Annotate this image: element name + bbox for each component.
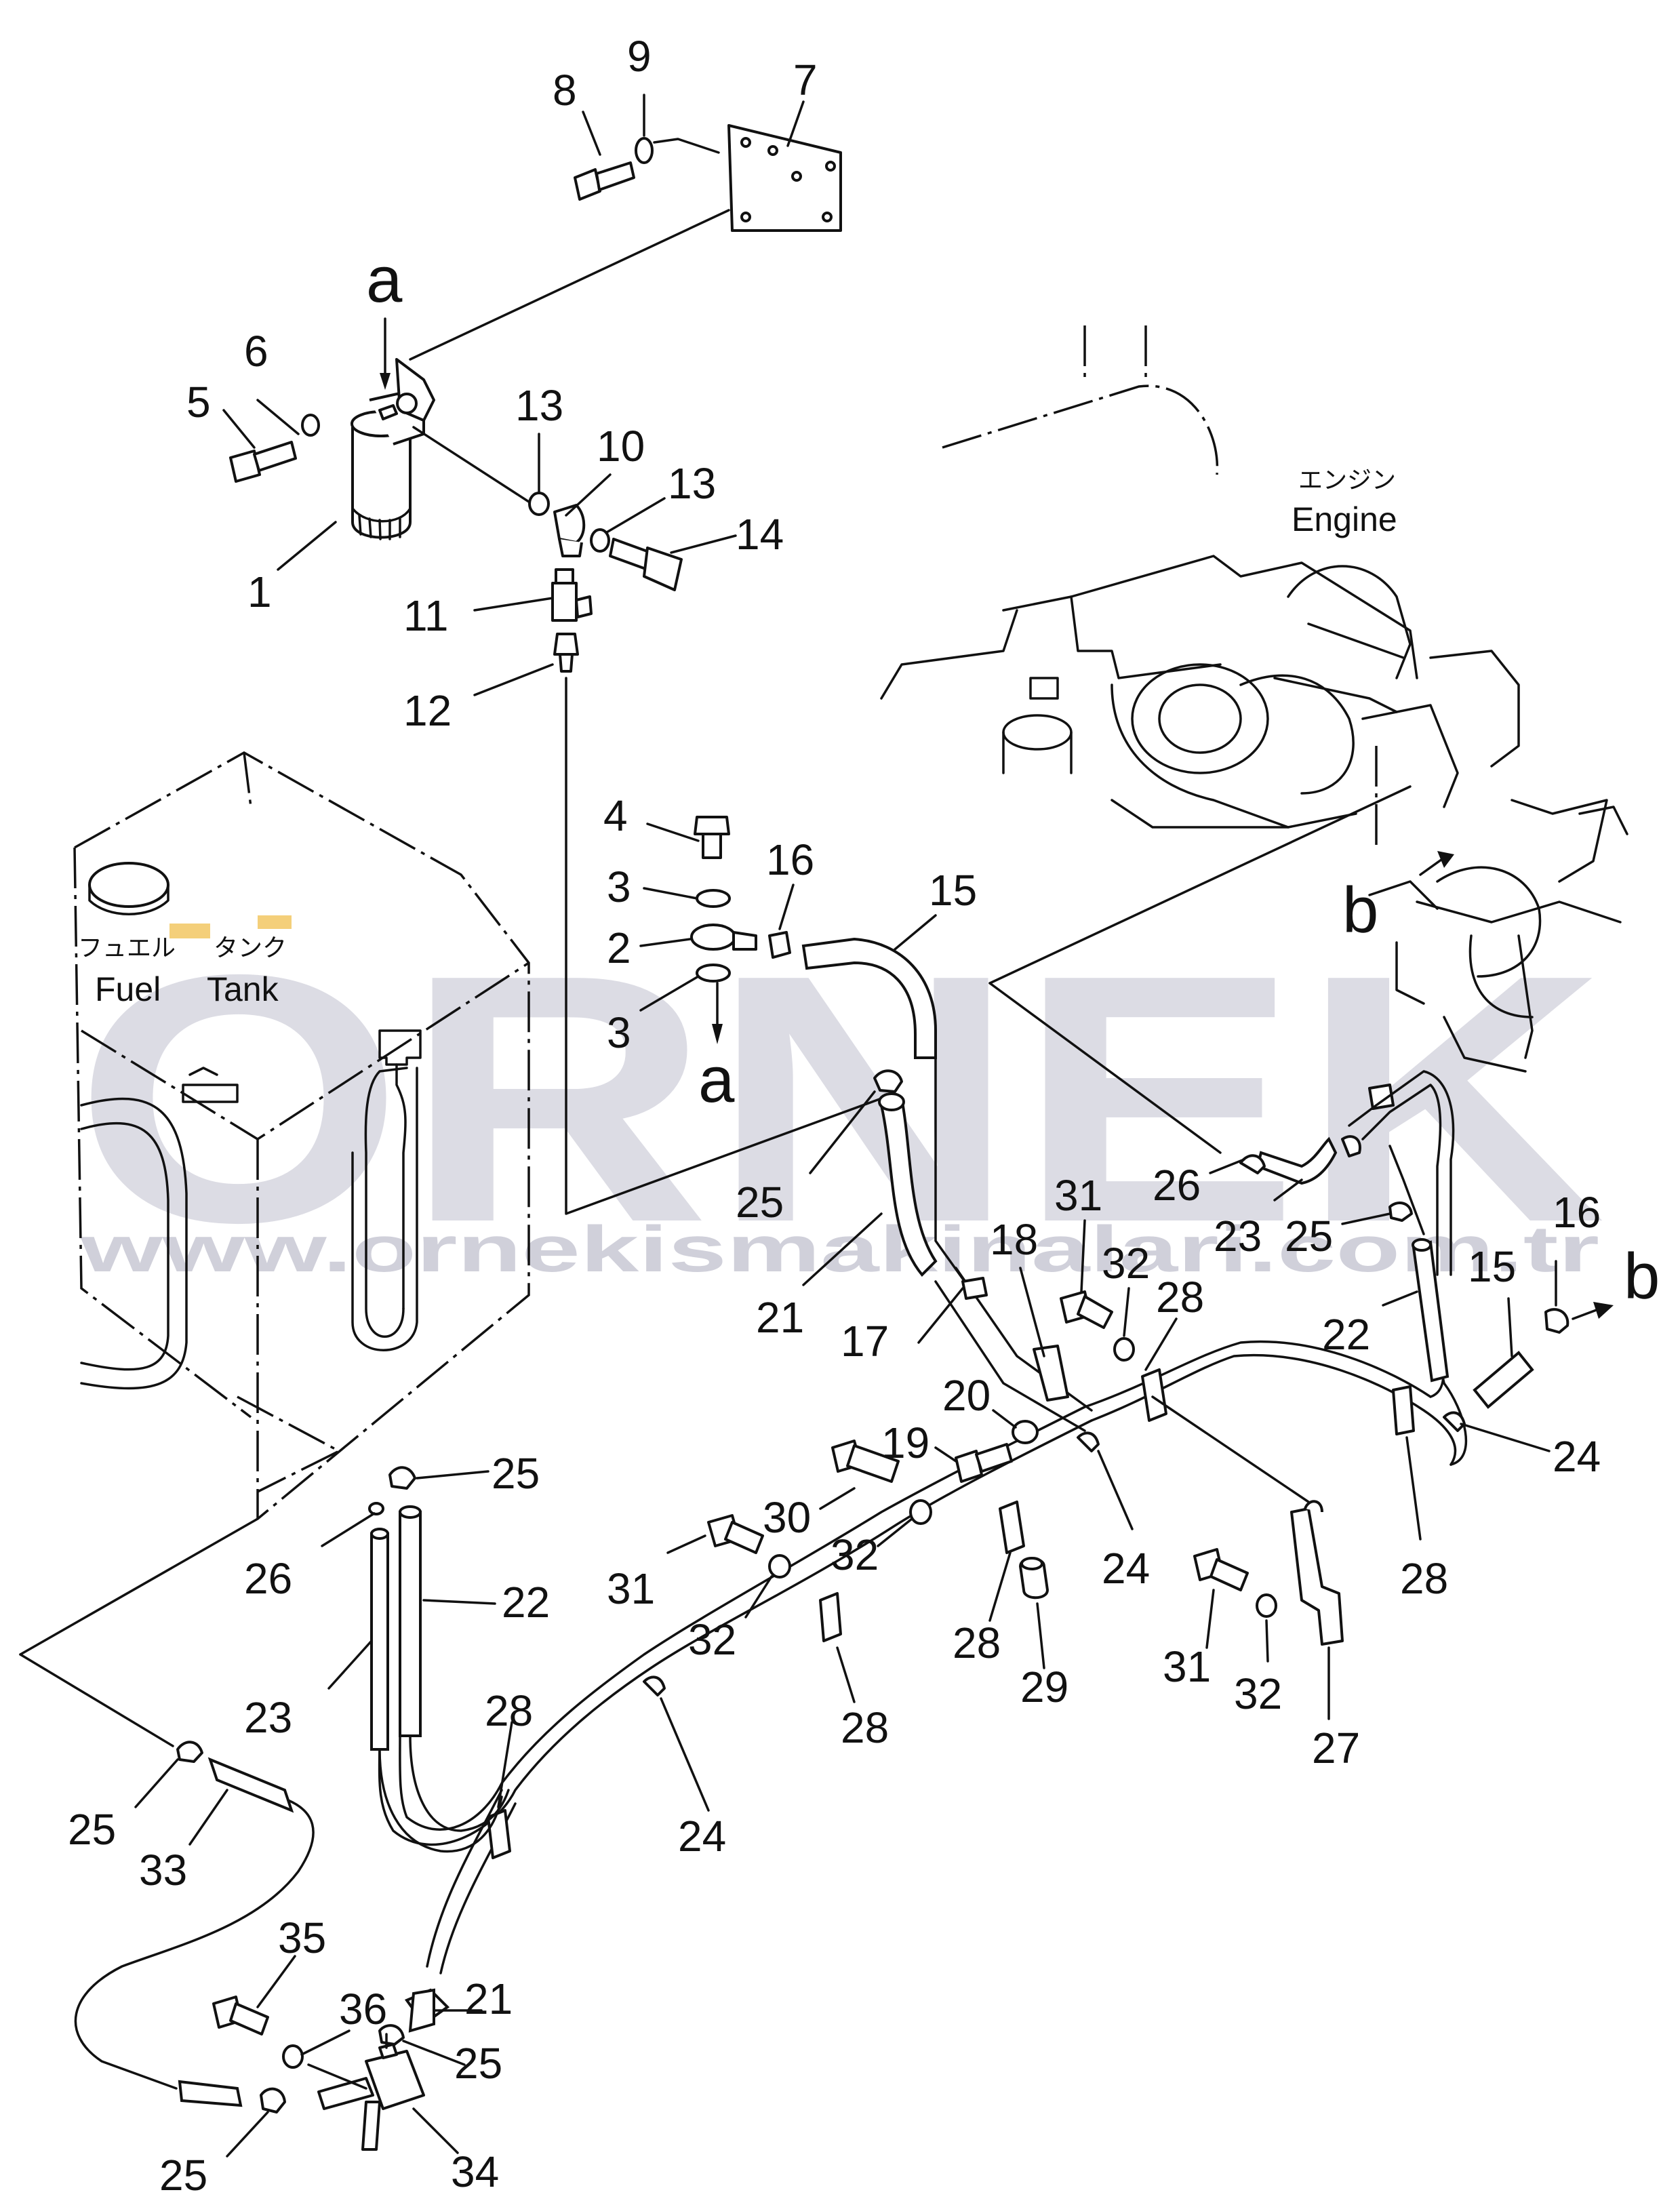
lower-left-assembly xyxy=(19,1466,510,2151)
callout-34: 34 xyxy=(451,2147,499,2196)
callout-29: 29 xyxy=(1020,1663,1068,1711)
callout-18: 18 xyxy=(990,1215,1038,1264)
ref-letter-a-top: a xyxy=(366,243,403,316)
ref-letter-a-lower: a xyxy=(698,1044,735,1116)
callout-1: 1 xyxy=(247,568,272,616)
callout-27: 27 xyxy=(1312,1724,1360,1772)
fuel-label-en: Fuel xyxy=(95,970,161,1008)
callout-30: 30 xyxy=(763,1493,811,1542)
callout-24c: 24 xyxy=(678,1812,726,1861)
callout-8: 8 xyxy=(553,66,577,115)
return-connection: a xyxy=(690,785,1412,1290)
callout-9: 9 xyxy=(627,32,652,81)
callout-16b: 16 xyxy=(1553,1188,1601,1237)
callout-22a: 22 xyxy=(1322,1310,1370,1359)
callout-7: 7 xyxy=(793,56,818,104)
fuel-label-jp: フュエル xyxy=(78,934,176,961)
callout-24a: 24 xyxy=(1553,1432,1601,1481)
engine-label-en: Engine xyxy=(1292,500,1397,538)
fuel-tank: フュエル タンク Fuel Tank xyxy=(73,751,530,1520)
right-hoses: b b xyxy=(1239,851,1660,1409)
callout-2: 2 xyxy=(607,924,631,972)
callout-28e: 28 xyxy=(485,1686,533,1735)
callout-23a: 23 xyxy=(1214,1212,1262,1261)
callout-3b: 3 xyxy=(607,1008,631,1057)
callout-33: 33 xyxy=(139,1846,187,1894)
callout-5: 5 xyxy=(186,378,211,426)
callout-22b: 22 xyxy=(502,1578,550,1627)
callout-25f: 25 xyxy=(159,2151,207,2200)
callout-28a: 28 xyxy=(1156,1273,1204,1322)
callout-17: 17 xyxy=(841,1317,889,1366)
callout-25b: 25 xyxy=(1285,1212,1333,1261)
watermark: ORNEK www.ornekismakinalari.com.tr xyxy=(74,902,1606,1296)
callout-19: 19 xyxy=(881,1418,929,1467)
callout-14: 14 xyxy=(736,510,784,559)
callout-15b: 15 xyxy=(1468,1242,1516,1291)
callout-6: 6 xyxy=(244,327,268,376)
fuel-filter-assembly: a xyxy=(229,124,883,1215)
fuel-tube-bundle xyxy=(378,1069,1468,1974)
callout-31a: 31 xyxy=(1054,1171,1102,1220)
callout-20: 20 xyxy=(942,1371,991,1420)
callout-23b: 23 xyxy=(244,1693,292,1742)
callout-36: 36 xyxy=(339,1985,387,2033)
callout-28d: 28 xyxy=(841,1703,889,1752)
callout-4: 4 xyxy=(603,791,628,840)
callout-16a: 16 xyxy=(766,835,814,884)
callout-3a: 3 xyxy=(607,862,631,911)
engine-label-jp: エンジン xyxy=(1298,466,1396,494)
callout-28c: 28 xyxy=(953,1619,1001,1667)
callout-25d: 25 xyxy=(68,1805,116,1854)
callout-32b: 32 xyxy=(831,1530,879,1579)
watermark-url: www.ornekismakinalari.com.tr xyxy=(79,1213,1599,1286)
callout-32d: 32 xyxy=(1234,1669,1282,1718)
callout-11: 11 xyxy=(403,591,448,640)
callout-25c: 25 xyxy=(492,1449,540,1498)
callout-13b: 13 xyxy=(668,459,716,508)
mounting-hardware xyxy=(707,1290,1344,1646)
callout-24b: 24 xyxy=(1102,1544,1150,1593)
callout-21a: 21 xyxy=(756,1293,804,1342)
tank-suction-pipe xyxy=(351,1029,422,1351)
tank-label-jp: タンク xyxy=(214,934,287,961)
callout-32c: 32 xyxy=(688,1615,736,1664)
callout-12: 12 xyxy=(403,686,452,735)
part-callouts: 8 9 7 6 5 1 13 10 13 14 11 12 4 3 2 3 16… xyxy=(68,32,1601,2200)
callout-31c: 31 xyxy=(1163,1642,1211,1691)
callout-25a: 25 xyxy=(736,1178,784,1227)
callout-25e: 25 xyxy=(454,2039,502,2088)
callout-26a: 26 xyxy=(1153,1161,1201,1210)
engine: エンジン Engine xyxy=(880,325,1628,1073)
ref-letter-b-engine: b xyxy=(1342,874,1378,947)
ref-letter-b-right: b xyxy=(1624,1240,1660,1313)
callout-28b: 28 xyxy=(1400,1554,1448,1603)
callout-15a: 15 xyxy=(929,866,977,915)
callout-21b: 21 xyxy=(464,1974,513,2023)
watermark-brand: ORNEK xyxy=(74,902,1606,1296)
callout-13a: 13 xyxy=(515,381,563,430)
callout-31b: 31 xyxy=(607,1564,655,1613)
callout-26b: 26 xyxy=(244,1554,292,1603)
leader-lines xyxy=(134,94,1557,2158)
callout-10: 10 xyxy=(597,422,645,471)
callout-32a: 32 xyxy=(1102,1239,1150,1288)
tank-label-en: Tank xyxy=(207,970,279,1008)
callout-35: 35 xyxy=(278,1913,326,1962)
